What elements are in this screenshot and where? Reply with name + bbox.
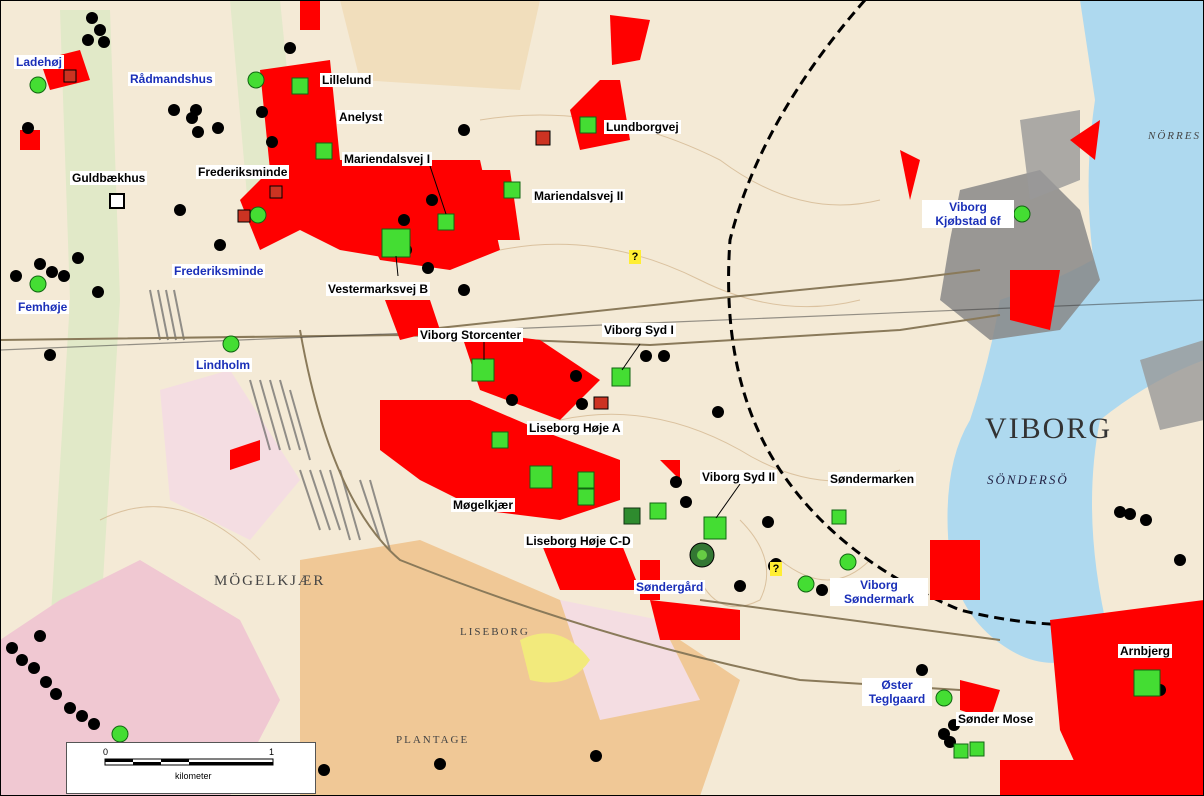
label-viborg-syd-1[interactable]: Viborg Syd I (602, 323, 676, 337)
label-vestermarksvej-b[interactable]: Vestermarksvej B (326, 282, 431, 296)
scale-unit: kilometer (175, 771, 212, 781)
unknown-site-marker[interactable]: ? (629, 250, 641, 264)
town-north (1020, 110, 1080, 200)
label-frederiksminde-north[interactable]: Frederiksminde (196, 165, 290, 179)
label-femhoje[interactable]: Femhøje (16, 300, 70, 314)
dark-green-square (623, 507, 641, 525)
label-sondermarken[interactable]: Søndermarken (828, 472, 917, 486)
label-oster-teglgaard[interactable]: Øster Teglgaard (862, 678, 932, 706)
label-arnbjerg[interactable]: Arnbjerg (1118, 644, 1173, 658)
forest-pink-sw (0, 560, 280, 796)
scale-bar: 0 1 kilometer (66, 742, 316, 794)
label-viborg-storcenter[interactable]: Viborg Storcenter (418, 328, 524, 342)
lake-norreso (1080, 0, 1204, 300)
scale-tick-0: 0 (103, 747, 109, 757)
place-viborg: VIBORG (985, 412, 1113, 445)
scale-tick-1: 1 (269, 747, 275, 757)
label-lindholm[interactable]: Lindholm (194, 358, 252, 372)
label-ladehoj[interactable]: Ladehøj (14, 55, 65, 69)
place-liseborg: LISEBORG (460, 626, 530, 638)
label-sondergard[interactable]: Søndergård (634, 580, 706, 594)
label-viborg-syd-2[interactable]: Viborg Syd II (700, 470, 778, 484)
site-circles (29, 71, 1031, 743)
label-lundborgvej[interactable]: Lundborgvej (604, 120, 681, 134)
ringed-site-inner (697, 550, 707, 560)
label-mariendalsvej-1[interactable]: Mariendalsvej I (342, 152, 433, 166)
label-anelyst[interactable]: Anelyst (337, 110, 385, 124)
yellow-patch (520, 633, 590, 683)
town-east (1140, 340, 1204, 430)
label-guldbaekhus[interactable]: Guldbækhus (70, 171, 148, 185)
roads (0, 269, 1001, 691)
hollow-square (109, 193, 125, 209)
label-liseborg-hoje-cd[interactable]: Liseborg Høje C-D (524, 534, 633, 548)
place-plantage: PLANTAGE (396, 734, 470, 746)
place-sonderso: SÖNDERSÖ (987, 472, 1069, 487)
label-viborg-sondermark[interactable]: Viborg Søndermark (830, 578, 928, 606)
place-mogelkjaer: MÖGELKJÆR (214, 573, 326, 589)
label-mogelkjaer[interactable]: Møgelkjær (451, 498, 516, 512)
label-mariendalsvej-2[interactable]: Mariendalsvej II (532, 189, 626, 203)
town-boundary (727, 0, 1204, 627)
unknown-site-marker[interactable]: ? (770, 562, 782, 576)
leader-lines (395, 165, 741, 519)
place-norreso: NÖRRES (1148, 130, 1201, 142)
label-lillelund[interactable]: Lillelund (320, 73, 374, 87)
label-liseborg-hoje-a[interactable]: Liseborg Høje A (527, 421, 623, 435)
heath-north (340, 0, 540, 90)
scale-bar-graphic (104, 758, 274, 766)
label-viborg-kjobstad[interactable]: Viborg Kjøbstad 6f (922, 200, 1014, 228)
label-radmandshus[interactable]: Rådmandshus (128, 72, 215, 86)
site-squares (291, 77, 1161, 759)
label-sonder-mose[interactable]: Sønder Mose (956, 712, 1036, 726)
heath-plantage (300, 540, 740, 796)
red-squares (63, 69, 609, 410)
label-frederiksminde-south[interactable]: Frederiksminde (172, 264, 266, 278)
